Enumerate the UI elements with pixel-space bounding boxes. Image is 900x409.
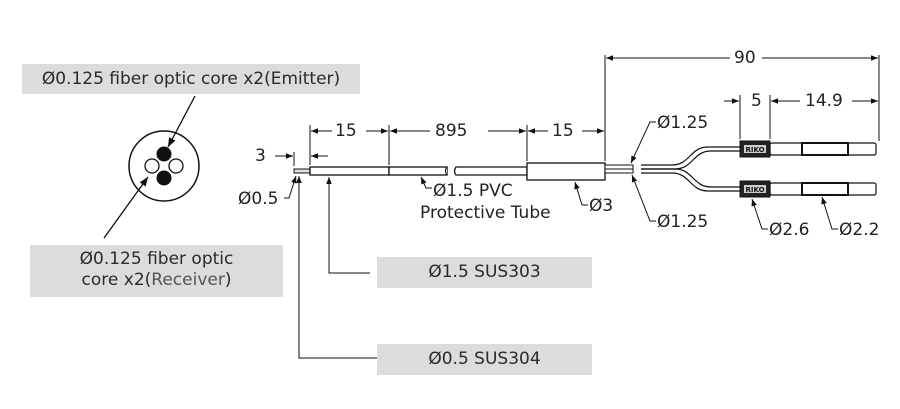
ferrule-upper-marking: RIKO	[745, 146, 764, 154]
sus303-text: Ø1.5 SUS303	[428, 262, 541, 282]
dim-fiber-lower-diameter: Ø1.25	[657, 212, 709, 232]
leader-fiber-upper	[630, 121, 656, 164]
leader-ferrule	[751, 198, 768, 230]
fiber-lower-inner	[641, 168, 740, 188]
fiber-pair-left	[604, 164, 634, 170]
end-lower	[769, 182, 877, 196]
pvc-break-left	[444, 166, 448, 176]
probe-body	[309, 166, 390, 176]
leader-sleeve	[574, 181, 588, 206]
ferrule-upper-label-bg	[744, 145, 766, 153]
dim-end-length: 14.9	[805, 91, 843, 111]
split-fibers	[604, 146, 740, 192]
dim-sleeve-length: 15	[552, 121, 574, 141]
extension-lines	[293, 55, 880, 166]
emitter-core-text: Ø0.125 fiber optic core x2(Emitter)	[41, 69, 341, 89]
probe	[293, 162, 606, 181]
leader-sus304	[296, 176, 383, 359]
dim-tube-length: 895	[435, 121, 468, 141]
dimension-lines	[275, 55, 878, 159]
sus304-callout: Ø0.5 SUS304	[377, 344, 592, 375]
end-upper-band	[801, 142, 849, 156]
emitter-core-top	[156, 146, 172, 162]
receiver-core-line1: Ø0.125 fiber optic	[79, 249, 234, 269]
receiver-core-callout: Ø0.125 fiber optic core x2(Receiver)	[30, 245, 283, 297]
pvc-tube-right	[453, 166, 528, 176]
head-upper	[739, 140, 877, 158]
dim-ferrule-diameter: Ø2.6	[769, 220, 810, 240]
ferrule-lower-marking: RIKO	[745, 186, 764, 194]
dim-pvc-line2: Protective Tube	[420, 203, 551, 223]
dim-pvc-tube: Ø1.5 PVC Protective Tube	[420, 180, 551, 224]
sleeve	[526, 162, 606, 181]
receiver-core-line2: core x2(Receiver)	[30, 270, 283, 291]
dim-ferrule-length: 5	[751, 91, 762, 111]
leader-pvc	[420, 176, 432, 189]
fiber-lower	[641, 172, 740, 192]
receiver-core-left	[144, 158, 160, 174]
dim-head-total-length: 90	[734, 48, 756, 68]
dim-probe-length: 15	[335, 121, 357, 141]
pvc-tube-left	[388, 166, 448, 176]
dim-tip-diameter: Ø0.5	[238, 189, 279, 209]
dim-end-diameter: Ø2.2	[839, 220, 880, 240]
leader-sus303	[326, 177, 370, 274]
leader-tip-diameter	[284, 175, 297, 199]
head-lower	[739, 180, 877, 198]
sus303-callout: Ø1.5 SUS303	[377, 257, 592, 288]
receiver-core-right	[168, 158, 184, 174]
receiver-core-line2-b: Receiver	[151, 270, 225, 290]
tip-needle	[293, 168, 311, 174]
fiber-pair-left-b	[604, 168, 634, 174]
sus304-text: Ø0.5 SUS304	[428, 349, 541, 369]
receiver-core-line2-a: core x2(	[81, 270, 152, 290]
cross-section-outline	[128, 130, 200, 202]
fiber-upper	[641, 146, 740, 166]
dim-sleeve-diameter: Ø3	[589, 196, 614, 216]
receiver-core-line2-c: )	[224, 270, 232, 290]
emitter-core-callout: Ø0.125 fiber optic core x2(Emitter)	[22, 64, 360, 94]
fiber-upper-inner	[641, 150, 740, 170]
end-lower-band	[801, 182, 849, 196]
end-upper	[769, 142, 877, 156]
emitter-leader	[167, 95, 196, 148]
dim-pvc-line1: Ø1.5 PVC	[433, 181, 513, 201]
dim-tip-length: 3	[255, 146, 266, 166]
leader-end	[821, 196, 838, 230]
dim-fiber-upper-diameter: Ø1.25	[657, 113, 709, 133]
cross-section	[103, 95, 200, 239]
ferrule-lower-label-bg	[744, 185, 766, 193]
leader-lines	[284, 121, 838, 359]
emitter-core-bottom	[156, 170, 172, 186]
leader-fiber-lower	[631, 174, 656, 222]
receiver-leader	[103, 176, 149, 239]
